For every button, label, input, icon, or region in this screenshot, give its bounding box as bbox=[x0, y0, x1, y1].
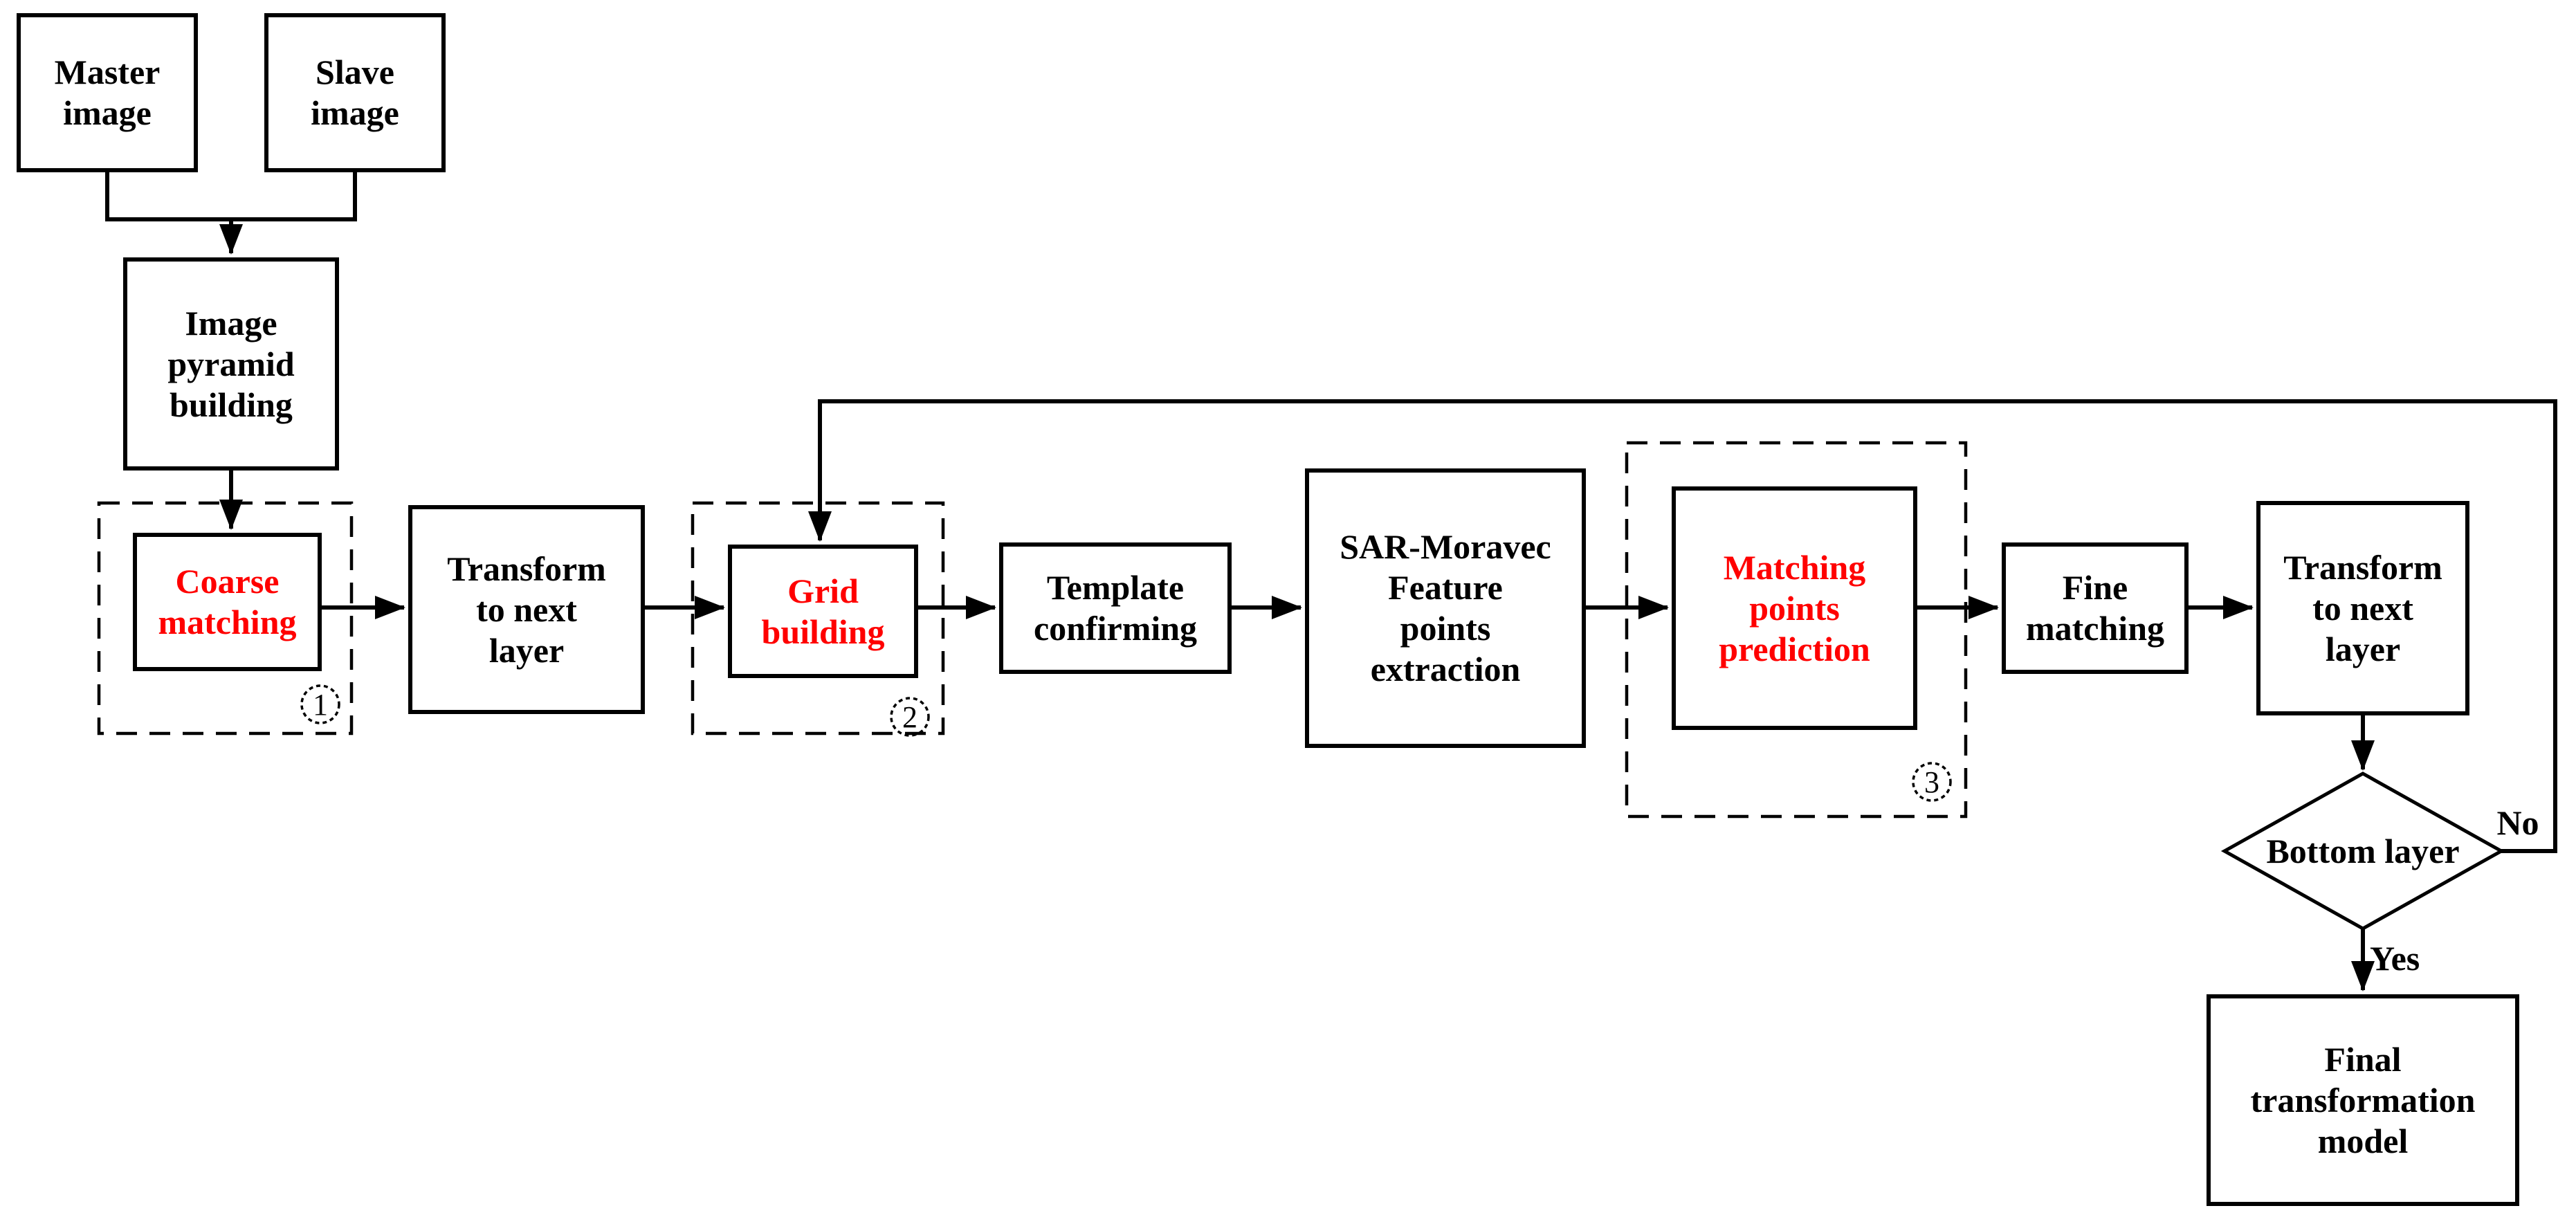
node-matching-points-prediction-label: Matching points prediction bbox=[1719, 547, 1870, 668]
node-coarse-matching: Coarse matching bbox=[133, 533, 322, 671]
node-grid-building-label: Grid building bbox=[761, 571, 885, 651]
node-transform-to-next-layer-2-label: Transform to next layer bbox=[2283, 547, 2442, 668]
no-feedback-path bbox=[808, 399, 2557, 853]
edge-label-no: No bbox=[2496, 803, 2539, 842]
node-transform-to-next-layer-2: Transform to next layer bbox=[2256, 501, 2469, 715]
node-master-image-label: Master image bbox=[54, 53, 161, 132]
node-master-image: Master image bbox=[17, 13, 198, 172]
node-image-pyramid-building-label: Image pyramid building bbox=[167, 303, 295, 424]
node-sar-moravec-feature-points-extraction: SAR-Moravec Feature points extraction bbox=[1305, 468, 1586, 748]
node-coarse-matching-label: Coarse matching bbox=[158, 562, 297, 641]
badge-circle-3 bbox=[1912, 762, 1952, 802]
badge-circle-2 bbox=[890, 697, 930, 737]
group-box-1 bbox=[97, 501, 354, 736]
decision-bottom-layer-label: Bottom layer bbox=[2266, 832, 2460, 870]
node-final-transformation-model-label: Final transformation model bbox=[2250, 1039, 2476, 1160]
node-image-pyramid-building: Image pyramid building bbox=[123, 257, 339, 471]
node-slave-image: Slave image bbox=[264, 13, 446, 172]
node-template-confirming-label: Template confirming bbox=[1033, 568, 1198, 648]
group-badge-3: 3 bbox=[1924, 765, 1939, 799]
node-fine-matching: Fine matching bbox=[2002, 542, 2189, 674]
merge-connector bbox=[105, 172, 357, 221]
node-sar-moravec-label: SAR-Moravec Feature points extraction bbox=[1340, 527, 1551, 688]
group-badge-2: 2 bbox=[902, 700, 917, 734]
node-fine-matching-label: Fine matching bbox=[2026, 568, 2164, 648]
decision-diamond bbox=[2220, 771, 2505, 931]
edge-label-yes: Yes bbox=[2370, 939, 2420, 978]
group-badge-1: 1 bbox=[313, 688, 328, 722]
node-slave-image-label: Slave image bbox=[311, 53, 399, 132]
node-final-transformation-model: Final transformation model bbox=[2207, 994, 2519, 1206]
group-box-2 bbox=[691, 501, 945, 736]
node-transform-to-next-layer-1: Transform to next layer bbox=[408, 505, 645, 714]
node-transform-to-next-layer-1-label: Transform to next layer bbox=[447, 549, 606, 670]
node-template-confirming: Template confirming bbox=[999, 542, 1232, 674]
node-matching-points-prediction: Matching points prediction bbox=[1672, 486, 1917, 730]
group-box-3 bbox=[1625, 441, 1968, 819]
node-grid-building: Grid building bbox=[728, 545, 918, 678]
badge-circle-1 bbox=[300, 684, 340, 724]
